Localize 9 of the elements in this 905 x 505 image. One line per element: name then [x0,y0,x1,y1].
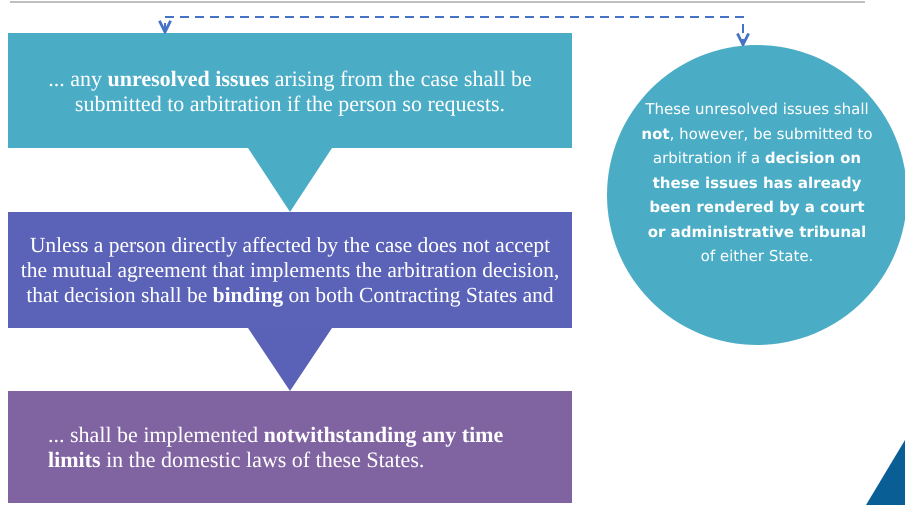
process-box [8,391,572,503]
dashed-arrow [158,16,750,46]
block-arrow [248,328,332,391]
block-arrow [248,148,332,212]
node-text: Unless a person directly affected by the case does not accept the mutual agreement that implements the arbitration decision, that decision shall be binding on both Contracting States and [20,232,560,308]
node-text: ... shall be implemented notwithstanding any time limits in the domestic laws of these States. [47,422,504,472]
process-box [8,212,572,328]
node-text: ... any unresolved issues arising from the case shall be submitted to arbitration if the person so requests. [47,66,533,116]
node-text: These unresolved issues shall not, however, be submitted to arbitration if a decision on these issues has already been rendered by a court or administrative tribunal of either State. [640,99,874,268]
